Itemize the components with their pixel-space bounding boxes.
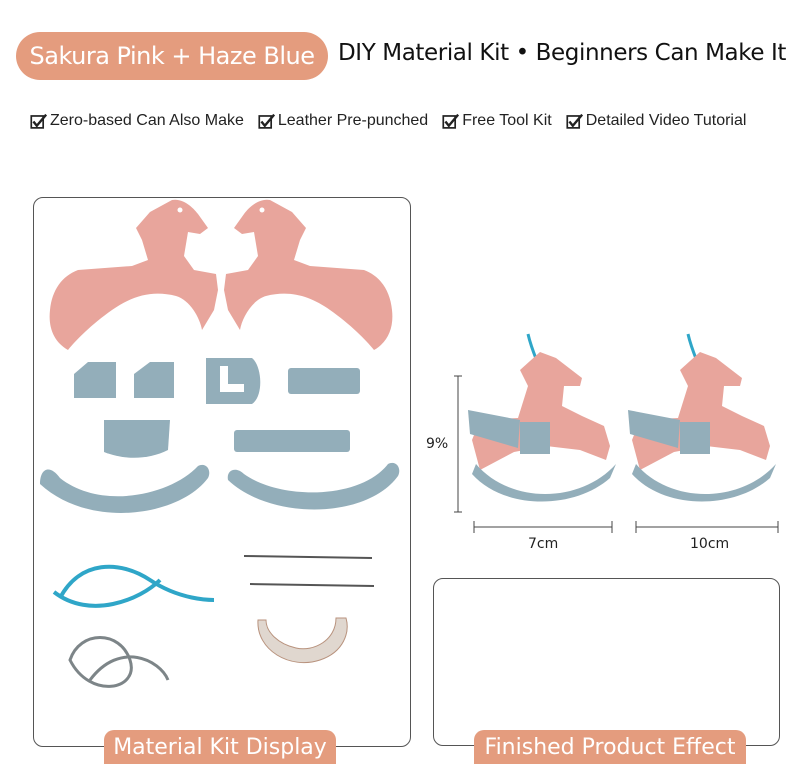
material-kit-label: Material Kit Display xyxy=(104,730,336,764)
small-width-label: 7cm xyxy=(528,536,559,552)
feature-label: Leather Pre-punched xyxy=(277,112,429,129)
height-dimension-label: 9% xyxy=(426,436,449,452)
feature-item: Leather Pre-punched xyxy=(258,112,428,130)
dimension-lines xyxy=(454,375,779,533)
feature-label: Detailed Video Tutorial xyxy=(585,112,747,129)
horse-body-piece-left xyxy=(49,199,218,350)
checkbox-checked-icon xyxy=(566,113,583,129)
feature-list: Zero-based Can Also Make Leather Pre-pun… xyxy=(30,112,746,130)
checkbox-checked-icon xyxy=(258,113,275,129)
needles xyxy=(243,555,375,587)
large-width-label: 10cm xyxy=(690,536,730,552)
feature-item: Detailed Video Tutorial xyxy=(566,112,747,130)
cutout-details xyxy=(220,366,244,392)
headline: DIY Material Kit • Beginners Can Make It xyxy=(338,40,786,66)
finished-product-label: Finished Product Effect xyxy=(474,730,746,764)
horse-body-piece-right xyxy=(224,199,393,350)
title-pill: Sakura Pink + Haze Blue xyxy=(16,32,328,80)
blue-leather-pieces xyxy=(40,358,400,513)
checkbox-checked-icon xyxy=(442,113,460,129)
feature-item: Free Tool Kit xyxy=(442,112,552,130)
feature-item: Zero-based Can Also Make xyxy=(30,112,244,130)
feature-label: Free Tool Kit xyxy=(462,112,552,129)
grey-cord xyxy=(68,636,170,688)
checkbox-checked-icon xyxy=(30,113,47,129)
finished-horse-large xyxy=(628,333,776,502)
wax-thread-roll xyxy=(257,617,348,664)
finished-horse-small xyxy=(468,333,616,502)
feature-label: Zero-based Can Also Make xyxy=(50,112,244,129)
teal-cord xyxy=(52,564,215,608)
